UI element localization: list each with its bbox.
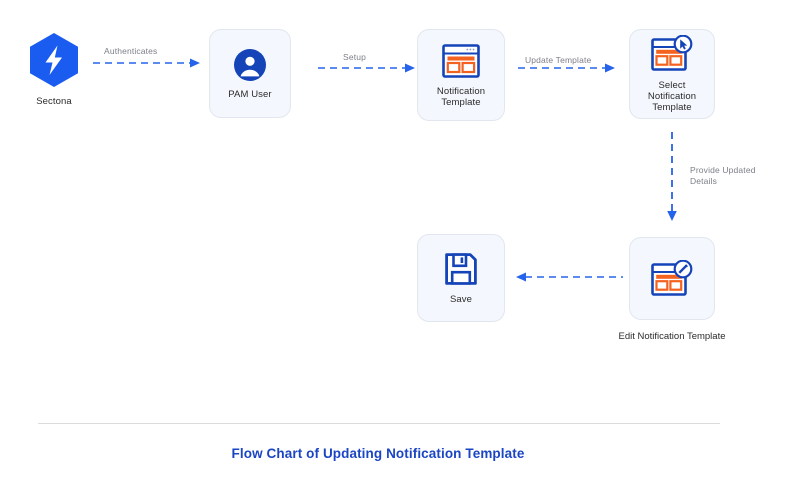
node-notification-template-label: Notification Template [436,85,486,108]
connector-template-to-select [518,62,618,74]
chart-title: Flow Chart of Updating Notification Temp… [231,446,525,461]
node-pam-user[interactable]: PAM User [209,29,291,118]
connector-pam-user-to-template [318,62,418,74]
edit-template-pencil-icon [650,259,694,298]
node-pam-user-label: PAM User [228,88,272,100]
edge-label-authenticates: Authenticates [104,46,158,56]
connector-select-to-edit [665,132,679,224]
footer-divider [38,423,720,424]
select-template-cursor-icon [650,34,694,73]
sectona-hexagon-logo-icon [28,32,80,88]
node-save-label: Save [449,294,473,305]
edge-label-provide-updated-details: Provide Updated Details [690,165,756,186]
node-save[interactable]: Save [417,234,505,322]
edge-label-setup: Setup [343,52,366,62]
node-select-notification-template[interactable]: Select Notification Template [629,29,715,119]
user-avatar-icon [233,48,267,82]
connector-sectona-to-pam-user [93,57,203,69]
node-sectona[interactable]: Sectona [28,32,80,107]
node-select-notification-template-label: Select Notification Template [647,80,697,113]
notification-template-icon [441,43,481,79]
node-sectona-label: Sectona [36,96,72,107]
node-edit-notification-template-label: Edit Notification Template [618,331,726,342]
connector-edit-to-save [513,271,625,283]
floppy-disk-save-icon [443,251,479,287]
node-notification-template[interactable]: Notification Template [417,29,505,121]
edge-label-update-template: Update Template [525,55,592,65]
node-edit-notification-template[interactable] [629,237,715,320]
